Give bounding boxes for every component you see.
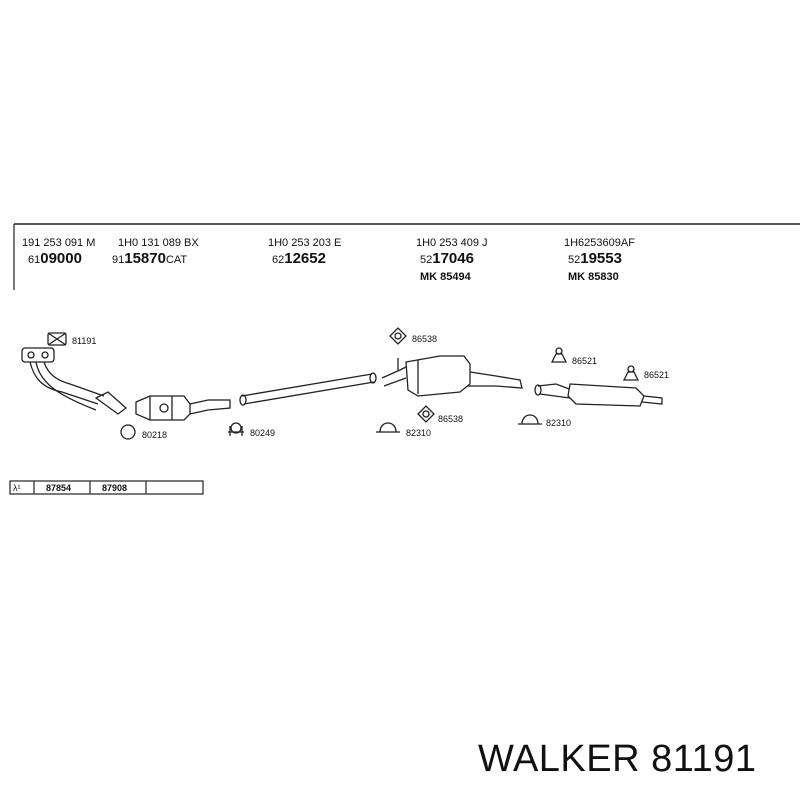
gasket-label: 81191 [72, 336, 96, 346]
oe-number-2: 1H0 131 089 BX [118, 237, 199, 249]
walker-number-5: 5219553 [568, 250, 622, 267]
clamp-icon [228, 422, 244, 436]
hanger-label-b: 86521 [644, 370, 669, 380]
u-clamp-label-a: 82310 [406, 428, 431, 438]
hanger-label-a: 86521 [572, 356, 597, 366]
lambda-table [9, 480, 204, 495]
lambda-cell-1: 87854 [46, 483, 71, 493]
mk-number-4: MK 85494 [420, 271, 472, 283]
u-clamp-label-b: 82310 [546, 418, 571, 428]
hanger-icon-b [622, 365, 640, 381]
front-pipe-icon [21, 347, 128, 415]
mk-number-5: MK 85830 [568, 271, 619, 283]
mounting-rubber-icon [389, 327, 407, 345]
gasket-icon [47, 332, 67, 346]
ring-gasket-icon [120, 424, 136, 440]
mounting-label-a: 86538 [412, 334, 437, 344]
rear-silencer-icon [534, 383, 663, 407]
mounting-label-b: 86538 [438, 414, 463, 424]
lambda-cell-2: 87908 [102, 483, 127, 493]
catalytic-converter-icon [135, 395, 231, 421]
walker-number-4: 5217046 [420, 250, 474, 267]
intermediate-pipe-icon [239, 372, 377, 406]
lambda-symbol: λ¹ [13, 483, 21, 493]
middle-silencer-icon [381, 355, 523, 397]
oe-number-1: 191 253 091 M [22, 237, 95, 249]
hanger-icon [550, 347, 568, 363]
oe-number-3: 1H0 253 203 E [268, 237, 341, 249]
oe-number-4: 1H0 253 409 J [416, 237, 488, 249]
mounting-rubber-icon-b [417, 405, 435, 423]
u-clamp-icon [376, 422, 400, 433]
brand-caption: WALKER 81191 [478, 738, 757, 780]
oe-number-5: 1H6253609AF [564, 237, 635, 249]
walker-number-2: 9115870CAT [112, 250, 187, 267]
u-clamp-icon-b [518, 414, 542, 425]
walker-number-3: 6212652 [272, 250, 326, 267]
walker-number-1: 6109000 [28, 250, 82, 267]
ring-label: 80218 [142, 430, 167, 440]
clamp-label: 80249 [250, 428, 275, 438]
